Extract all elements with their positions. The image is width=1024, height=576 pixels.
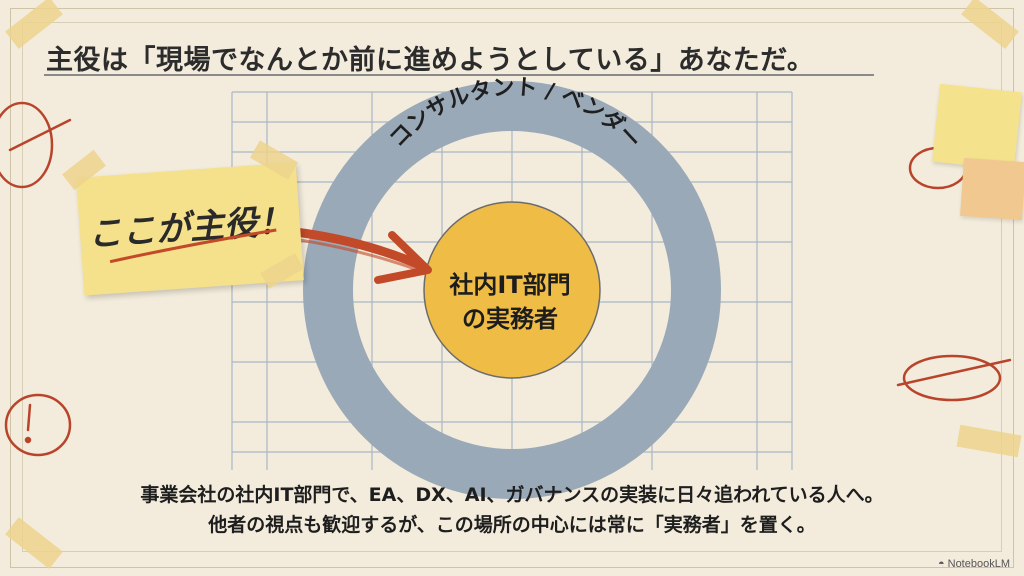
sticky-note-right-yellow	[932, 83, 1022, 171]
core-line1: 社内IT部門	[449, 271, 571, 299]
sticky-note-right-orange	[960, 157, 1024, 221]
sticky-note-main: ここが主役！	[76, 162, 304, 296]
headline-underline	[44, 74, 874, 76]
sticky-underline	[109, 228, 277, 264]
outer-ring	[303, 81, 721, 499]
footer-line2: 他者の視点も歓迎するが、この場所の中心には常に「実務者」を置く。	[208, 514, 816, 536]
core-text: 社内IT部門 の実務者	[430, 268, 590, 336]
brand-text: NotebookLM	[947, 558, 1010, 570]
brand-mark: ◓NotebookLM	[938, 558, 1010, 570]
core-circle	[423, 201, 601, 379]
outer-frame	[10, 8, 1014, 568]
footer-line1: 事業会社の社内IT部門で、EA、DX、AI、ガバナンスの実装に日々追われている人…	[140, 484, 884, 506]
arrow-to-core	[290, 227, 432, 284]
inner-frame	[22, 22, 1002, 552]
core-line2: の実務者	[462, 305, 558, 333]
notebooklm-icon: ◓	[937, 558, 945, 570]
headline: 主役は「現場でなんとか前に進めようとしている」あなただ。	[46, 45, 815, 76]
